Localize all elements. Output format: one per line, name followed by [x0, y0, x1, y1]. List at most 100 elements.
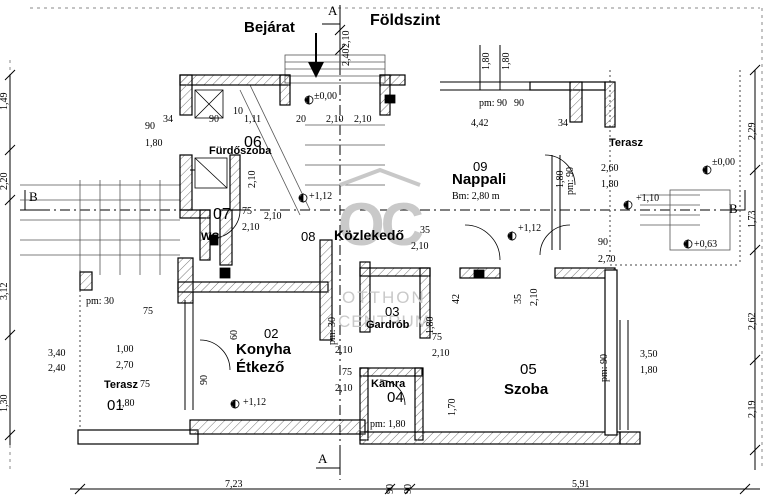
dim-c-111: 1,11: [244, 114, 262, 125]
section-mark-a-top: A: [328, 3, 338, 18]
dim-c-90c: 90: [514, 98, 524, 109]
dim-top-210: 2,10: [341, 30, 352, 49]
dim-c-35b: 35: [513, 294, 524, 304]
room-08-number: 08: [301, 229, 316, 244]
dim-c-75e: 75: [342, 367, 352, 378]
room-04-number: 04: [387, 389, 404, 406]
bath-fixtures: [194, 89, 485, 279]
dim-c-10: 10: [233, 106, 243, 117]
dim-v-pm90b: pm: 90: [565, 166, 576, 195]
dim-c-180b: 1,80: [601, 179, 619, 190]
room-03-number: 03: [385, 304, 400, 319]
room-01-number: 01: [107, 397, 124, 414]
room-02-name-1: Konyha: [236, 341, 292, 358]
dim-bottom-591: 5,91: [572, 479, 590, 490]
walls: [77, 74, 641, 445]
room-03-name: Gardrób: [366, 319, 410, 331]
watermark-logo: OC: [338, 191, 424, 258]
watermark-line1: OTTHON: [342, 288, 426, 307]
windows: [184, 81, 629, 430]
dim-c-pm90: pm: 90: [479, 98, 508, 109]
dim-c-350: 3,50: [640, 349, 658, 360]
level-hall: +1,12: [309, 191, 333, 202]
level-markers: [230, 95, 712, 409]
dim-v-pm30: pm: 30: [327, 316, 338, 345]
dim-c-260: 2,60: [601, 163, 619, 174]
level-terrace: ±0,00: [712, 157, 735, 168]
dim-top-240: 2,40: [341, 48, 352, 67]
room-01-name: Terasz: [104, 379, 139, 391]
room-02-name-2: Étkező: [236, 359, 285, 376]
dim-c-75d: 75: [432, 332, 442, 343]
terrace-outline: [79, 70, 741, 430]
room-04-name: Kamra: [371, 378, 406, 390]
dim-left-130: 1,30: [0, 394, 10, 413]
dim-c-210c: 2,10: [242, 222, 260, 233]
dim-c-180d: 1,80: [640, 365, 658, 376]
dim-c-210h: 2,10: [432, 348, 450, 359]
dim-c-210b: 2,10: [354, 114, 372, 125]
room-09-name: Nappali: [452, 171, 507, 188]
dim-c-240: 2,40: [48, 363, 66, 374]
dim-left-149: 1,49: [0, 92, 10, 111]
dim-left-312: 3,12: [0, 282, 10, 301]
dim-c-180c: 1,80: [117, 398, 135, 409]
room-06-number: 06: [244, 134, 262, 151]
dim-c-75a: 75: [242, 206, 252, 217]
dim-c-75c: 75: [140, 379, 150, 390]
dim-c-210d: 2,10: [264, 211, 282, 222]
dim-v-170: 1,70: [447, 398, 458, 417]
watermark-line2: CENTRUM: [338, 312, 430, 331]
dim-right-173: 1,73: [747, 210, 758, 229]
terrace-east-name: Terasz: [609, 137, 644, 149]
room-09-number: 09: [473, 159, 488, 174]
dim-c-210e: 2,10: [411, 241, 429, 252]
dim-c-180a: 1,80: [145, 138, 163, 149]
dim-c-75b: 75: [143, 306, 153, 317]
dim-c-90a: 90: [145, 121, 155, 132]
watermark-logo-icon: [339, 167, 421, 187]
dim-right-229: 2,29: [747, 122, 758, 141]
level-kitchen: +1,12: [243, 397, 267, 408]
room-07-number: 07: [213, 206, 231, 223]
dim-top-180b: 1,80: [501, 52, 512, 71]
section-line-a: [316, 5, 341, 480]
dim-c-100: 1,00: [116, 344, 134, 355]
dim-top-180a: 1,80: [481, 52, 492, 71]
dim-c-90b: 90: [209, 114, 219, 125]
room-07-name: WC: [201, 231, 220, 243]
dim-v-90: 90: [199, 375, 210, 385]
dim-c-34a: 34: [163, 114, 173, 125]
entrance-arrow-icon: [308, 33, 324, 78]
room-09-height: Bm: 2,80 m: [452, 191, 500, 202]
level-title: Földszint: [370, 12, 441, 29]
level-living: +1,12: [518, 223, 542, 234]
entrance-label: Bejárat: [244, 19, 295, 36]
dim-c-270b: 2,70: [116, 360, 134, 371]
level-terrace-mid: +1,10: [636, 193, 660, 204]
section-line-b: [20, 190, 746, 211]
dim-bottom-723: 7,23: [225, 479, 243, 490]
dim-bottom-90a: 90: [385, 484, 396, 494]
level-terrace-low: +0,63: [694, 239, 718, 250]
room-08-name: Közlekedő: [334, 227, 405, 243]
section-mark-a-bottom: A: [318, 451, 328, 466]
dim-c-pm180: pm: 1,80: [370, 419, 406, 430]
dim-c-340: 3,40: [48, 348, 66, 359]
room-06-name: Fürdőszoba: [209, 145, 272, 157]
section-mark-b-left: B: [29, 189, 38, 204]
room-02-number: 02: [264, 326, 279, 341]
dim-right-262: 2,62: [747, 312, 758, 331]
dim-c-210f: 2,10: [529, 288, 540, 307]
dim-c-pm30: pm: 30: [86, 296, 115, 307]
dim-c-34b: 34: [558, 118, 568, 129]
stair-treads: [20, 54, 731, 275]
room-05-name: Szoba: [504, 381, 549, 398]
dim-right-219: 2,19: [747, 400, 758, 419]
dim-v-210: 2,10: [247, 170, 258, 189]
dim-c-20: 20: [296, 114, 306, 125]
dim-v-60: 60: [229, 330, 240, 340]
section-mark-b-right: B: [729, 201, 738, 216]
dim-c-210a: 2,10: [326, 114, 344, 125]
dim-c-442: 4,42: [471, 118, 489, 129]
